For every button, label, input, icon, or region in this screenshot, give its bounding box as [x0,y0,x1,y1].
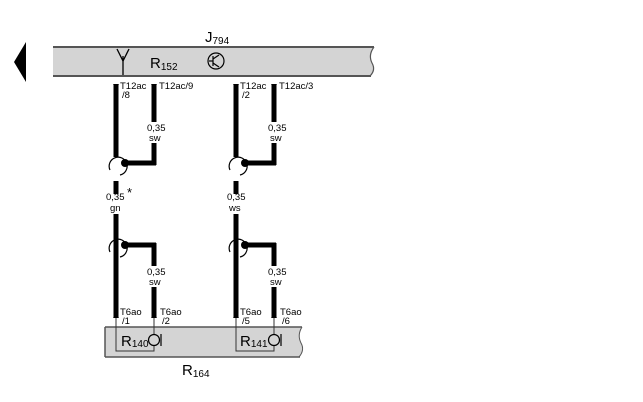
transistor-icon [207,52,225,70]
connector-label: T6ao [240,307,262,318]
connector-label: T12ac/9 [159,81,193,92]
wire-color: sw [270,277,282,288]
left-arrow-icon[interactable] [14,42,26,82]
connector-label: T12ac/3 [279,81,313,92]
sensor-icon [147,333,162,347]
j794-label: J794 [205,29,230,47]
sensor-r140-label: R140 [121,333,149,350]
connector-label: T6ao [120,307,142,318]
connector-label: T12ac [120,81,147,92]
wire-color: gn [110,203,121,214]
wire-gauge: 0,35 [147,123,166,134]
connector-pin: /2 [162,316,170,327]
wire-color: sw [270,133,282,144]
wire-gauge: 0,35 [227,192,246,203]
connector-label: T6ao [160,307,182,318]
sensor-r141-label: R141 [240,333,268,350]
wire-gauge: 0,35 [268,123,287,134]
connector-pin: /8 [122,90,130,101]
wire-gauge: 0,35 [106,192,125,203]
connector-pin: /1 [122,316,130,327]
wire-color: ws [228,203,241,214]
connector-pin: /5 [242,316,250,327]
twisted-pair-icon [108,156,248,258]
sensor-icon [267,333,282,347]
wire-gauge: 0,35 [268,267,287,278]
connector-pin: /6 [282,316,290,327]
wire-note-asterisk: * [127,185,132,200]
wire-color: sw [149,133,161,144]
wire-gauge: 0,35 [147,267,166,278]
r164-label: R164 [182,362,210,380]
antenna-label: R152 [150,55,178,73]
connector-pin: /2 [242,90,250,101]
antenna-icon [116,48,130,75]
connector-label: T6ao [280,307,302,318]
wire-color: sw [149,277,161,288]
connector-label: T12ac [240,81,267,92]
